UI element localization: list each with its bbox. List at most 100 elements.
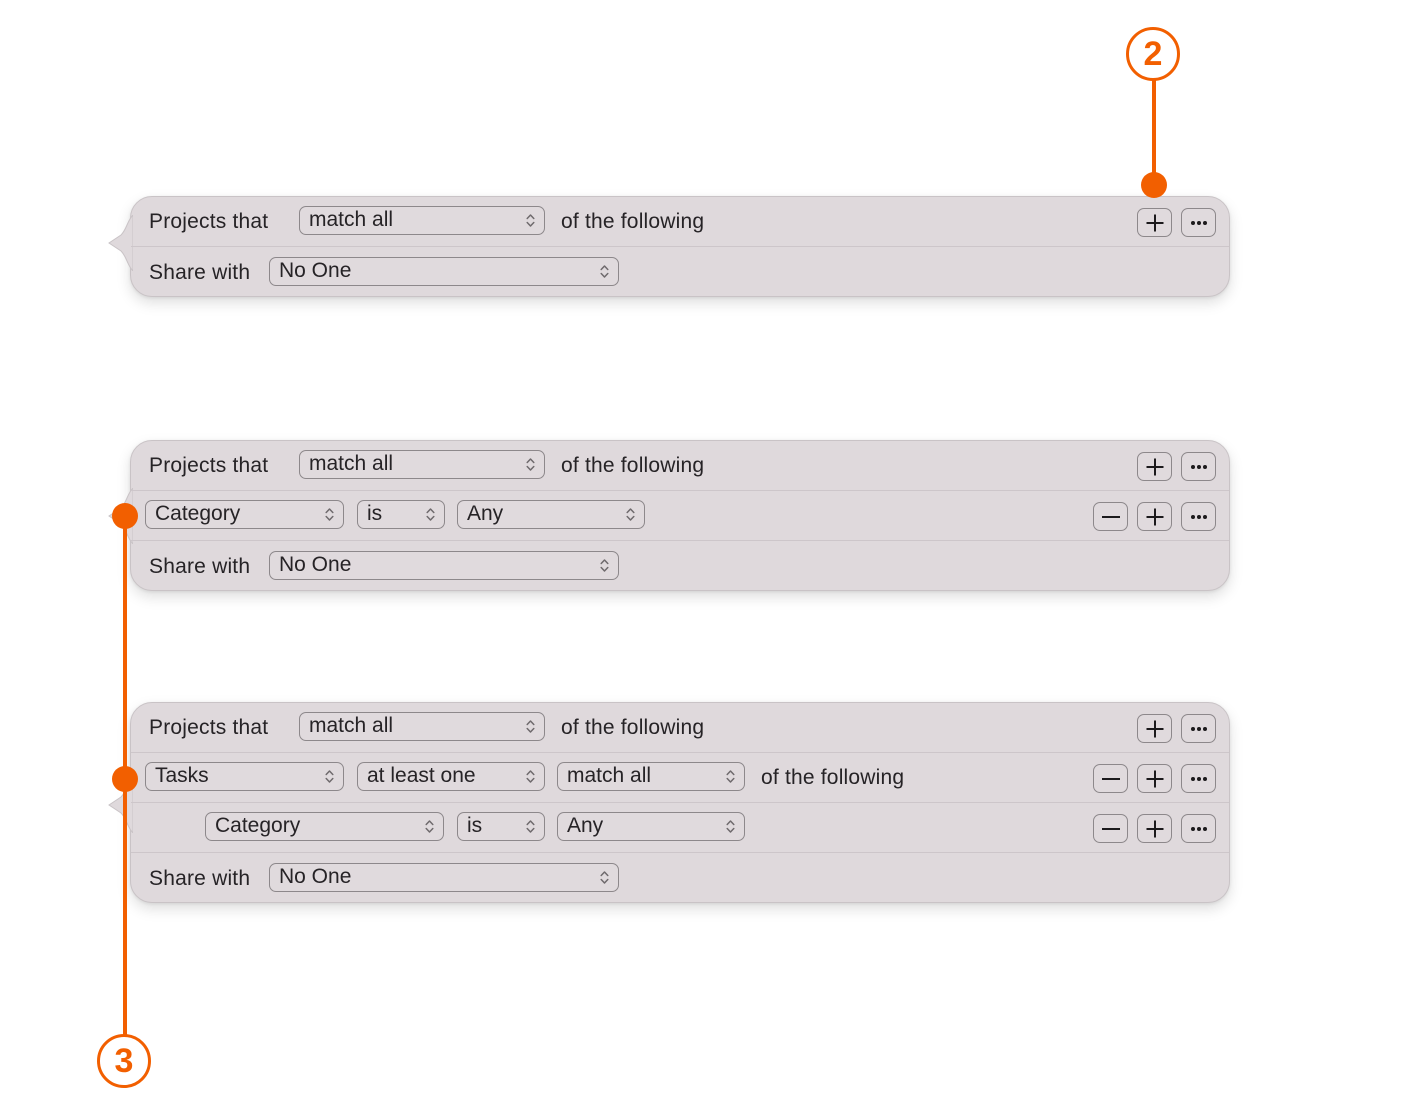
rule-row-category: Category is Any <box>131 490 1229 541</box>
rule-value-value: Any <box>467 502 504 525</box>
share-with-label: Share with <box>149 867 251 890</box>
add-rule-button[interactable] <box>1137 502 1172 531</box>
chevron-up-down-icon <box>526 719 535 734</box>
projects-that-label: Projects that <box>149 454 269 477</box>
chevron-up-down-icon <box>600 264 609 279</box>
rule-editor-panel-1: Projects that match all of the following… <box>130 196 1230 297</box>
remove-rule-button[interactable] <box>1093 764 1128 793</box>
share-with-value: No One <box>279 553 352 576</box>
ellipsis-icon <box>1189 220 1209 226</box>
ellipsis-icon <box>1189 464 1209 470</box>
rule-value-popup[interactable]: match all <box>557 762 745 791</box>
rule-operator-value: at least one <box>367 764 476 787</box>
rule-operator-popup[interactable]: is <box>357 500 445 529</box>
add-rule-button[interactable] <box>1137 814 1172 843</box>
more-options-button[interactable] <box>1181 764 1216 793</box>
share-with-popup[interactable]: No One <box>269 863 619 892</box>
rule-operator-popup[interactable]: is <box>457 812 545 841</box>
rule-value-popup[interactable]: Any <box>457 500 645 529</box>
rule-editor-panel-2: Projects that match all of the following… <box>130 440 1230 591</box>
callout-3-number: 3 <box>114 1041 134 1080</box>
of-the-following-label: of the following <box>561 716 705 739</box>
chevron-up-down-icon <box>726 769 735 784</box>
minus-icon <box>1101 507 1121 527</box>
rule-operator-value: is <box>367 502 383 525</box>
rule-value-value: Any <box>567 814 604 837</box>
match-mode-value: match all <box>309 452 394 475</box>
add-rule-button[interactable] <box>1137 764 1172 793</box>
rule-editor-panel-3: Projects that match all of the following… <box>130 702 1230 903</box>
of-the-following-label: of the following <box>761 766 905 789</box>
plus-icon <box>1145 507 1165 527</box>
rule-operator-popup[interactable]: at least one <box>357 762 545 791</box>
more-options-button[interactable] <box>1181 714 1216 743</box>
rule-value-popup[interactable]: Any <box>557 812 745 841</box>
of-the-following-label: of the following <box>561 454 705 477</box>
share-with-label: Share with <box>149 555 251 578</box>
match-mode-value: match all <box>309 208 394 231</box>
match-mode-popup[interactable]: match all <box>299 206 545 235</box>
add-rule-button[interactable] <box>1137 714 1172 743</box>
chevron-up-down-icon <box>600 558 609 573</box>
share-with-value: No One <box>279 259 352 282</box>
share-with-value: No One <box>279 865 352 888</box>
minus-icon <box>1101 769 1121 789</box>
more-options-button[interactable] <box>1181 814 1216 843</box>
chevron-up-down-icon <box>325 507 334 522</box>
chevron-up-down-icon <box>325 769 334 784</box>
chevron-up-down-icon <box>425 819 434 834</box>
plus-icon <box>1145 819 1165 839</box>
match-header-row: Projects that match all of the following <box>131 441 1229 491</box>
plus-icon <box>1145 213 1165 233</box>
plus-icon <box>1145 769 1165 789</box>
rule-value-value: match all <box>567 764 652 787</box>
chevron-up-down-icon <box>726 819 735 834</box>
chevron-up-down-icon <box>526 457 535 472</box>
callout-2-marker-dot <box>1141 172 1167 198</box>
match-mode-popup[interactable]: match all <box>299 712 545 741</box>
chevron-up-down-icon <box>626 507 635 522</box>
rule-field-value: Category <box>155 502 241 525</box>
more-options-button[interactable] <box>1181 502 1216 531</box>
remove-rule-button[interactable] <box>1093 502 1128 531</box>
of-the-following-label: of the following <box>561 210 705 233</box>
ellipsis-icon <box>1189 514 1209 520</box>
chevron-up-down-icon <box>426 507 435 522</box>
rule-field-popup[interactable]: Category <box>145 500 344 529</box>
match-mode-popup[interactable]: match all <box>299 450 545 479</box>
chevron-up-down-icon <box>526 819 535 834</box>
remove-rule-button[interactable] <box>1093 814 1128 843</box>
match-mode-value: match all <box>309 714 394 737</box>
more-options-button[interactable] <box>1181 208 1216 237</box>
rule-operator-value: is <box>467 814 483 837</box>
share-with-popup[interactable]: No One <box>269 257 619 286</box>
popover-arrow <box>107 215 133 271</box>
callout-2-badge: 2 <box>1126 27 1180 81</box>
rule-field-popup[interactable]: Tasks <box>145 762 344 791</box>
callout-3-badge: 3 <box>97 1034 151 1088</box>
match-header-row: Projects that match all of the following <box>131 703 1229 753</box>
minus-icon <box>1101 819 1121 839</box>
callout-2-number: 2 <box>1143 34 1163 73</box>
rule-row-tasks: Tasks at least one match all of the foll… <box>131 752 1229 803</box>
projects-that-label: Projects that <box>149 210 269 233</box>
callout-3-marker-dot-panel-2 <box>112 503 138 529</box>
rule-field-popup[interactable]: Category <box>205 812 444 841</box>
share-row: Share with No One <box>131 540 1229 591</box>
callout-2-leader-line <box>1152 80 1156 184</box>
ellipsis-icon <box>1189 726 1209 732</box>
share-with-label: Share with <box>149 261 251 284</box>
rule-field-value: Tasks <box>155 764 209 787</box>
chevron-up-down-icon <box>526 769 535 784</box>
rule-field-value: Category <box>215 814 301 837</box>
add-rule-button[interactable] <box>1137 452 1172 481</box>
more-options-button[interactable] <box>1181 452 1216 481</box>
chevron-up-down-icon <box>600 870 609 885</box>
callout-3-marker-dot-panel-3 <box>112 766 138 792</box>
rule-row-category-nested: Category is Any <box>131 802 1229 853</box>
add-rule-button[interactable] <box>1137 208 1172 237</box>
chevron-up-down-icon <box>526 213 535 228</box>
share-row: Share with No One <box>131 246 1229 297</box>
plus-icon <box>1145 719 1165 739</box>
share-with-popup[interactable]: No One <box>269 551 619 580</box>
